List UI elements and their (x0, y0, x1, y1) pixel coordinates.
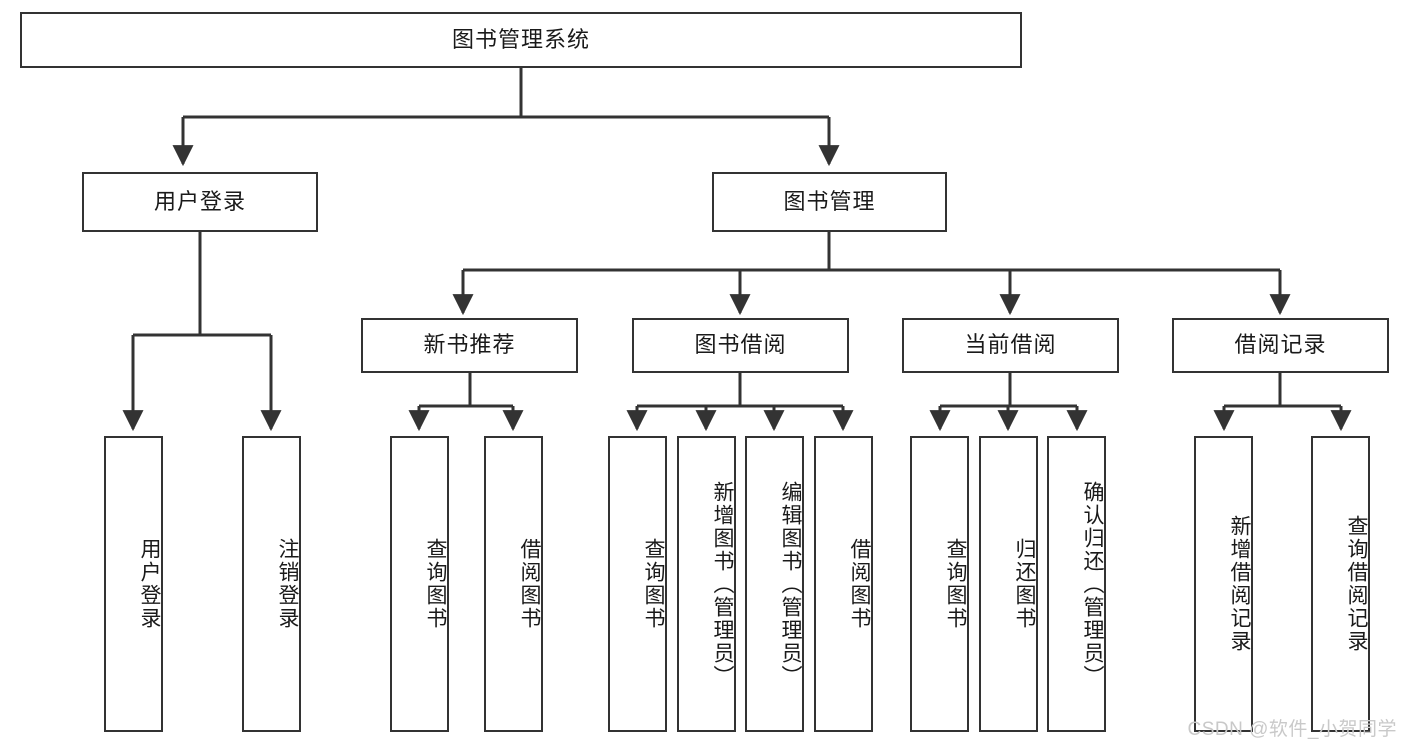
leaf-current-query-book[interactable]: 查询图书 (910, 436, 969, 732)
leaf-borrow-borrow-book[interactable]: 借阅图书 (814, 436, 873, 732)
leaf-label: 查询借阅记录 (1345, 515, 1368, 653)
node-book-management[interactable]: 图书管理 (712, 172, 947, 232)
leaf-borrow-add-book[interactable]: 新增图书（管理员） (677, 436, 736, 732)
node-user-login-label: 用户登录 (153, 188, 246, 214)
node-new-book-recommend-label: 新书推荐 (423, 332, 516, 358)
leaf-label: 用户登录 (138, 538, 161, 630)
node-book-borrow[interactable]: 图书借阅 (632, 318, 849, 373)
leaf-label: 查询图书 (424, 538, 447, 630)
watermark: CSDN @软件_小贺同学 (1187, 719, 1397, 740)
node-root[interactable]: 图书管理系统 (20, 12, 1022, 68)
leaf-current-return-book[interactable]: 归还图书 (979, 436, 1038, 732)
leaf-label: 注销登录 (276, 538, 299, 630)
leaf-records-add-record[interactable]: 新增借阅记录 (1194, 436, 1253, 732)
node-borrow-records[interactable]: 借阅记录 (1172, 318, 1389, 373)
node-user-login[interactable]: 用户登录 (82, 172, 318, 232)
leaf-current-confirm-return[interactable]: 确认归还（管理员） (1047, 436, 1106, 732)
node-new-book-recommend[interactable]: 新书推荐 (361, 318, 578, 373)
leaf-user-login-login[interactable]: 用户登录 (104, 436, 163, 732)
node-book-management-label: 图书管理 (783, 188, 876, 214)
leaf-label: 新增图书（管理员） (711, 480, 734, 688)
node-current-borrow[interactable]: 当前借阅 (902, 318, 1119, 373)
leaf-label: 确认归还（管理员） (1081, 480, 1104, 688)
leaf-label: 编辑图书（管理员） (779, 480, 802, 688)
node-root-label: 图书管理系统 (451, 26, 590, 52)
leaf-label: 查询图书 (642, 538, 665, 630)
leaf-recommend-borrow-book[interactable]: 借阅图书 (484, 436, 543, 732)
node-borrow-records-label: 借阅记录 (1234, 332, 1327, 358)
leaf-recommend-query-book[interactable]: 查询图书 (390, 436, 449, 732)
node-current-borrow-label: 当前借阅 (964, 332, 1057, 358)
leaf-label: 归还图书 (1013, 538, 1036, 630)
leaf-label: 借阅图书 (848, 538, 871, 630)
leaf-label: 借阅图书 (518, 538, 541, 630)
leaf-label: 新增借阅记录 (1228, 515, 1251, 653)
leaf-borrow-query-book[interactable]: 查询图书 (608, 436, 667, 732)
leaf-records-query-record[interactable]: 查询借阅记录 (1311, 436, 1370, 732)
leaf-borrow-edit-book[interactable]: 编辑图书（管理员） (745, 436, 804, 732)
leaf-label: 查询图书 (944, 538, 967, 630)
leaf-user-login-logout[interactable]: 注销登录 (242, 436, 301, 732)
node-book-borrow-label: 图书借阅 (694, 332, 787, 358)
